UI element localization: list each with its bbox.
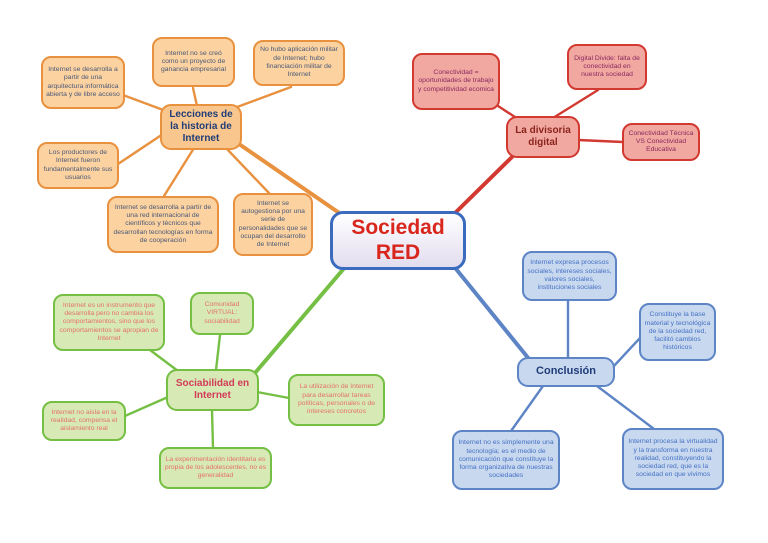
leaf-autogestion-personalidades: Internet se autogestiona por una serie d… xyxy=(233,193,313,256)
leaf-financiacion-militar: No hubo aplicación militar de Internet; … xyxy=(253,40,345,86)
leaf-comunidad-virtual: Comunidad VIRTUAL: sociabilidad xyxy=(190,292,254,335)
leaf-procesa-virtualidad: Internet procesa la virtualidad y la tra… xyxy=(622,428,724,490)
connector-line xyxy=(450,154,515,218)
leaf-productores-usuarios: Los productores de Internet fueron funda… xyxy=(37,142,119,189)
connector-line xyxy=(255,390,291,400)
connector-line xyxy=(450,262,531,361)
leaf-conectividad-oportunidades: Conectividad = oportunidades de trabajo … xyxy=(412,53,500,110)
connector-line xyxy=(509,384,545,433)
connector-line xyxy=(116,132,165,166)
connector-line xyxy=(214,333,222,372)
connector-line xyxy=(551,88,600,120)
branch-node-sociabilidad-internet: Sociabilidad en Internet xyxy=(166,369,259,411)
leaf-experimentacion-identitaria: La experimentación identitaria es propia… xyxy=(159,447,272,489)
connector-line xyxy=(253,264,348,375)
connector-line xyxy=(237,142,350,221)
connector-line xyxy=(227,85,293,112)
connector-line xyxy=(210,408,215,450)
leaf-expresa-procesos-sociales: Internet expresa procesos sociales, inte… xyxy=(522,251,617,301)
connector-line xyxy=(148,348,180,373)
branch-node-conclusion: Conclusión xyxy=(517,357,615,387)
branch-node-lecciones-historia: Lecciones de la historia de Internet xyxy=(160,104,242,150)
connector-line xyxy=(224,146,271,195)
leaf-red-internacional-cientificos: Internet se desarrolla a partir de una r… xyxy=(107,196,219,253)
connector-line xyxy=(123,395,170,418)
leaf-arquitectura-abierta: Internet se desarrolla a partir de una a… xyxy=(41,56,125,109)
connector-line xyxy=(595,384,656,431)
branch-node-divisoria-digital: La divisoria digital xyxy=(506,116,580,158)
leaf-base-material-tecnologica: Constituye la base material y tecnológic… xyxy=(639,303,716,361)
leaf-medio-comunicacion-organizativa: Internet no es simplemente una tecnologí… xyxy=(452,430,560,490)
center-node-sociedad-red: Sociedad RED xyxy=(330,211,466,270)
connector-line xyxy=(576,138,625,144)
connector-line xyxy=(191,86,199,108)
leaf-no-proyecto-ganancia: Internet no se creó como un proyecto de … xyxy=(152,37,235,87)
leaf-no-aisla-realidad: Internet no aisla en la realidad, compen… xyxy=(42,401,126,441)
connector-line xyxy=(162,146,196,198)
leaf-conectividad-tecnica-vs-educativa: Conectividad Técnica VS Conectividad Edu… xyxy=(622,123,700,161)
leaf-instrumento-comportamientos: Internet es un instrumento que desarroll… xyxy=(53,294,165,351)
connector-line xyxy=(611,336,642,369)
leaf-digital-divide: Digital Divide: falta de conectividad en… xyxy=(567,44,647,90)
leaf-utilizacion-tareas: La utilización de Internet para desarrol… xyxy=(288,374,385,426)
